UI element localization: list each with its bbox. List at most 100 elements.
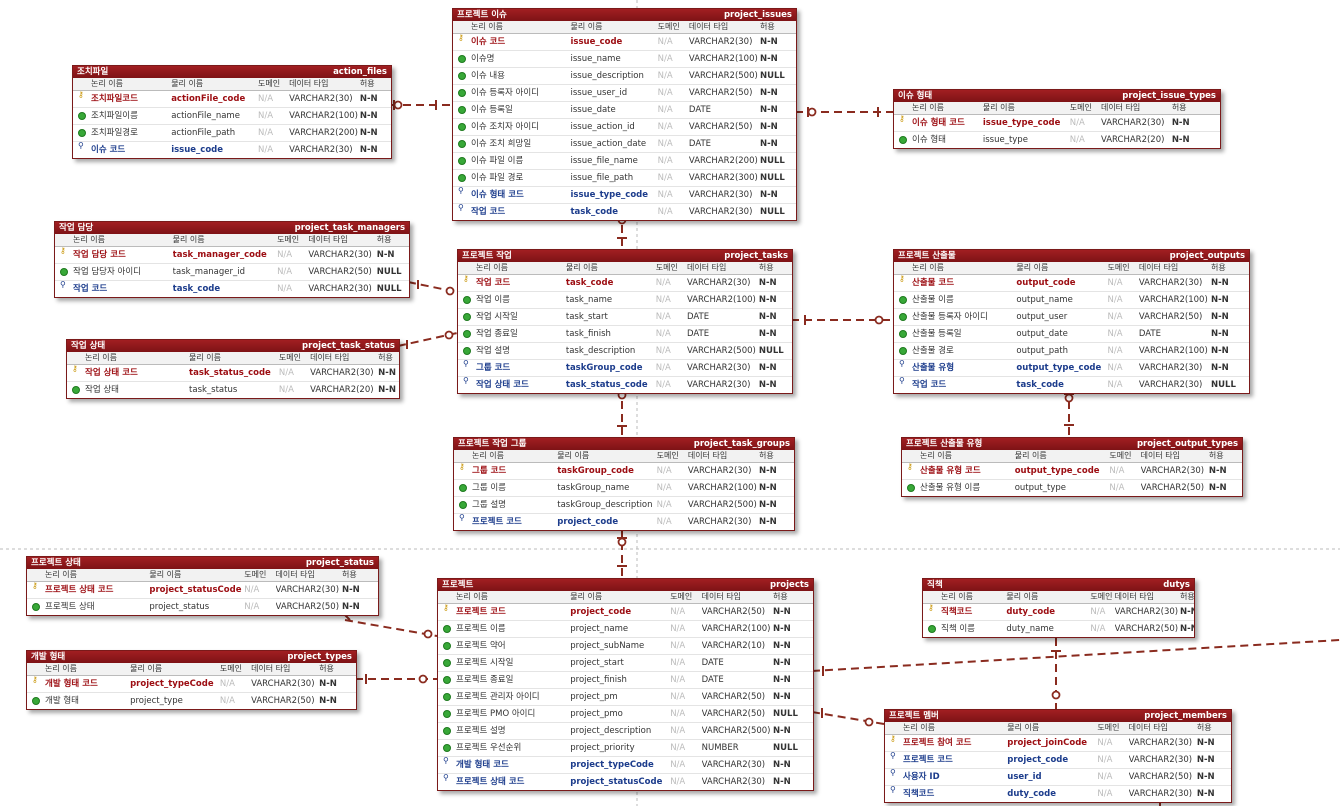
physical-name-header: 물리 이름 — [1014, 451, 1047, 460]
null-header: 허용 — [773, 592, 788, 601]
logical-name-text: 작업 담당자 아이디 — [73, 267, 141, 277]
null-option: N-N — [359, 111, 378, 121]
datatype-value: VARCHAR2(20) — [310, 385, 374, 395]
entity-table-name: project_task_groups — [693, 439, 790, 449]
physical-name: actionFile_name — [171, 111, 240, 121]
domain-value: N/A — [657, 54, 673, 64]
logical-name-text: 사용자 ID — [903, 772, 940, 782]
